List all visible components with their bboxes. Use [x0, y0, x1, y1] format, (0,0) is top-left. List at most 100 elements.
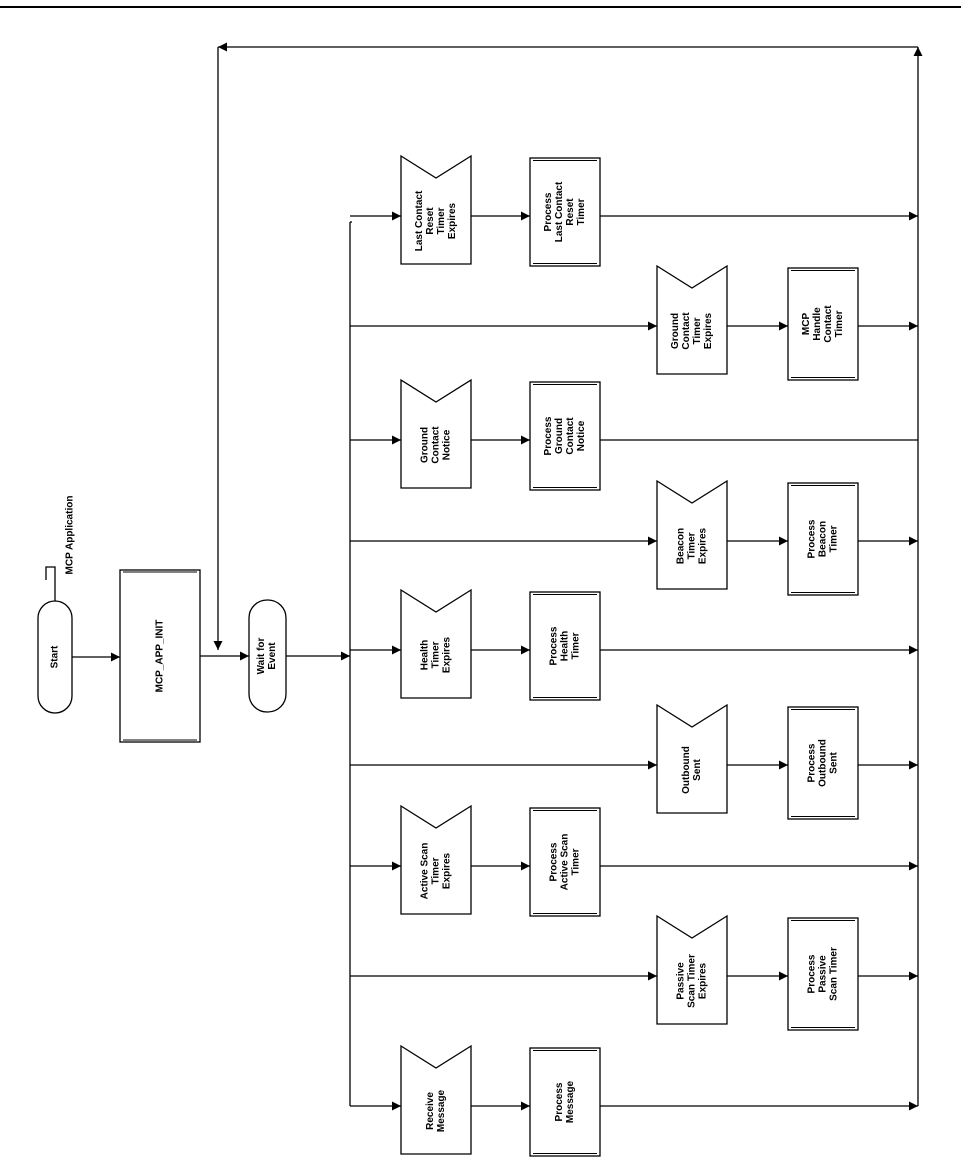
wait-label-line: Event: [267, 642, 278, 670]
process-label-7-line: Active Scan: [560, 834, 571, 891]
event-label-5-line: Health: [420, 640, 431, 671]
wait-terminator: [248, 599, 287, 713]
process-label-9-line: Process: [554, 1082, 565, 1121]
init-label: MCP_APP_INIT: [155, 620, 166, 693]
start-terminator: [37, 600, 73, 714]
event-4: [656, 479, 728, 590]
process-label-3-line: Contact: [565, 417, 576, 455]
event-label-2-line: Timer: [692, 317, 703, 344]
process-label-2-line: MCP: [801, 313, 812, 336]
event-1: [400, 154, 472, 265]
start-label-line: Start: [50, 645, 61, 668]
process-label-4-line: Beacon: [818, 521, 829, 557]
process-label-1-line: Reset: [565, 198, 576, 226]
process-label-5-line: Process: [549, 626, 560, 665]
event-label-8-line: Scan Timer: [687, 954, 698, 1008]
process-label-1-line: Process: [543, 192, 554, 231]
process-label-1-line: Timer: [576, 198, 587, 225]
process-label-2-line: Contact: [823, 305, 834, 343]
event-label-5-line: Timer: [431, 641, 442, 668]
process-label-4-line: Timer: [829, 525, 840, 552]
process-label-7-line: Timer: [571, 848, 582, 875]
process-label-6-line: Process: [807, 743, 818, 782]
event-label-7-line: Expires: [442, 852, 453, 889]
event-6: [656, 703, 728, 814]
event-label-9-line: Receive: [425, 1092, 436, 1130]
annotation-label: MCP Application: [65, 496, 76, 575]
event-3: [400, 378, 472, 489]
process-7: [529, 807, 601, 917]
event-9: [400, 1044, 472, 1155]
event-label-1-line: Reset: [425, 207, 436, 235]
process-6: [787, 706, 859, 820]
process-label-5-line: Timer: [571, 632, 582, 659]
event-label-1-line: Last Contact: [414, 190, 425, 251]
process-8: [787, 917, 859, 1031]
process-label-2-line: Timer: [834, 310, 845, 337]
event-5: [400, 588, 472, 699]
event-label-3-line: Contact: [431, 426, 442, 464]
process-label-8-line: Scan Timer: [829, 947, 840, 1001]
annotation-bracket: [45, 566, 56, 601]
process-label-1-line: Last Contact: [554, 181, 565, 242]
event-label-8-line: Passive: [676, 962, 687, 1000]
event-label-3-line: Ground: [420, 427, 431, 463]
event-label-6-line: Outbound: [681, 746, 692, 794]
event-label-8-line: Expires: [698, 962, 709, 999]
process-label-6-line: Sent: [829, 751, 840, 773]
event-label-9-line: Message: [436, 1089, 447, 1132]
event-label-7-line: Active Scan: [420, 843, 431, 900]
event-label-6-line: Sent: [692, 758, 703, 780]
event-label-2-line: Contact: [681, 312, 692, 350]
process-4: [787, 482, 859, 596]
event-label-2-line: Ground: [670, 313, 681, 349]
event-label-3-line: Notice: [442, 429, 453, 460]
process-label-8-line: Process: [807, 954, 818, 993]
init-label-line: MCP_APP_INIT: [155, 620, 166, 693]
process-label-2-line: Handle: [812, 307, 823, 341]
event-label-5-line: Expires: [442, 636, 453, 673]
event-7: [400, 804, 472, 915]
event-label-4-line: Beacon: [676, 528, 687, 564]
event-label-1-line: Timer: [436, 207, 447, 234]
process-label-4-line: Process: [807, 519, 818, 558]
event-2: [656, 264, 728, 375]
process-label-6-line: Outbound: [818, 739, 829, 787]
process-label-7-line: Process: [549, 842, 560, 881]
init-process: [119, 569, 201, 743]
process-label-9-line: Message: [565, 1080, 576, 1123]
process-5: [529, 591, 601, 701]
process-9: [529, 1047, 601, 1157]
event-8: [656, 914, 728, 1025]
process-label-3-line: Notice: [576, 420, 587, 451]
process-3: [529, 381, 601, 491]
process-label-3-line: Process: [543, 416, 554, 455]
event-label-4-line: Expires: [698, 527, 709, 564]
event-label-7-line: Timer: [431, 857, 442, 884]
start-label: Start: [50, 645, 61, 668]
process-label-5-line: Health: [560, 631, 571, 662]
event-label-1-line: Expires: [447, 202, 458, 239]
event-label-4-line: Timer: [687, 532, 698, 559]
process-1: [529, 157, 601, 267]
